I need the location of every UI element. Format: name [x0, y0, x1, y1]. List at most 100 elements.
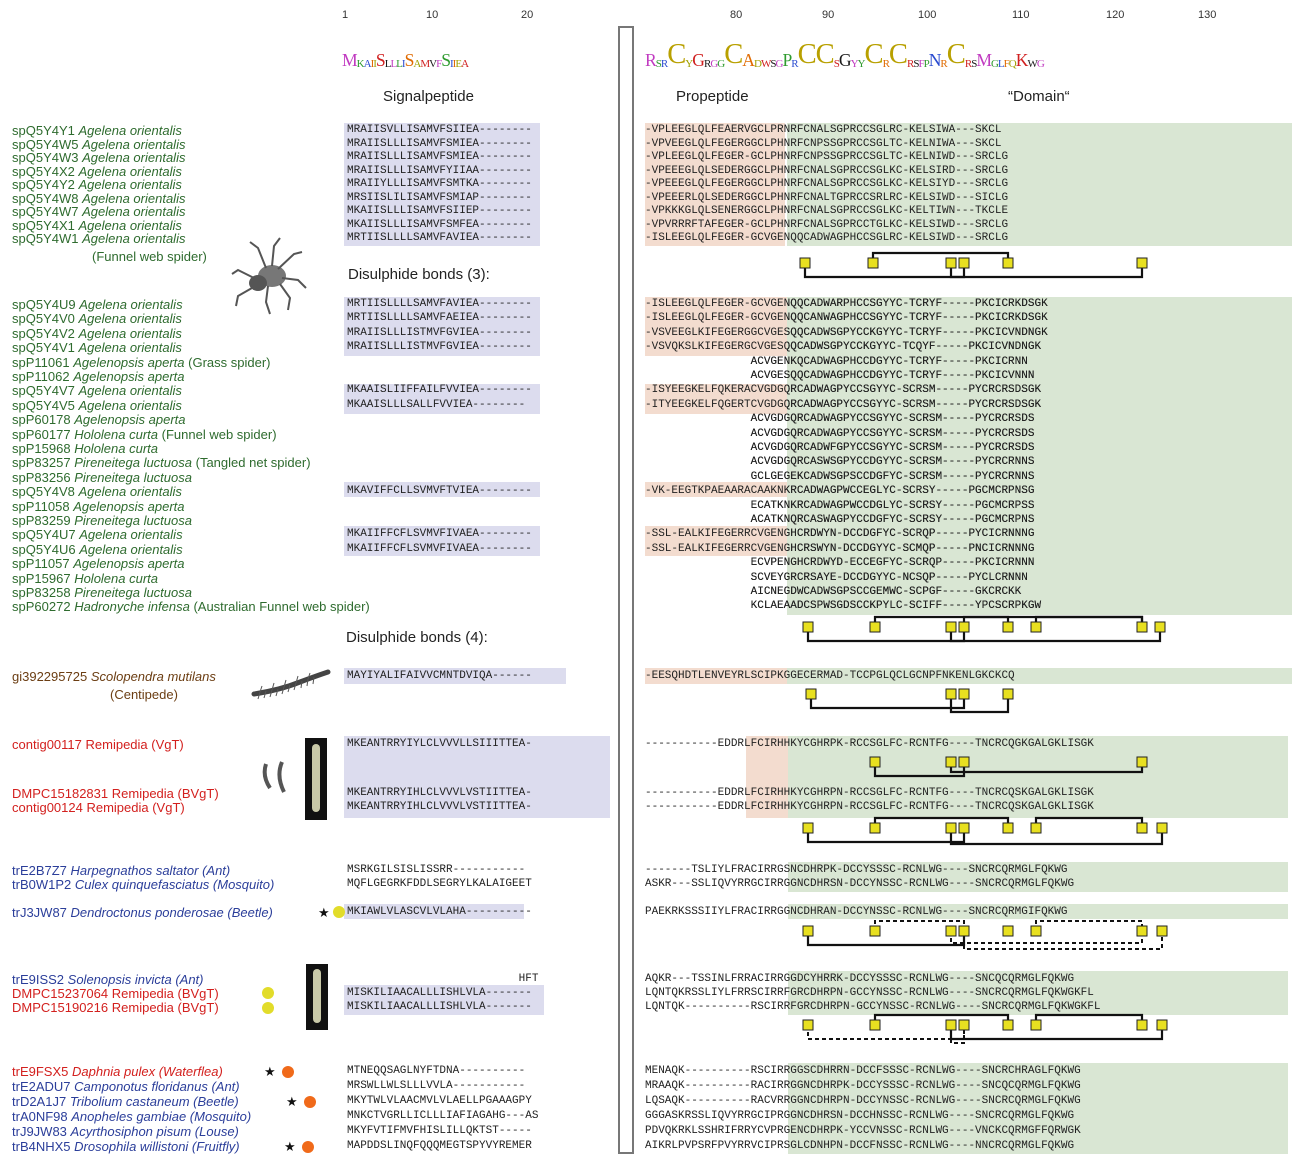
aligned-sequence: ECATKNKRCADWAGPWCCDGLYC-SCRSY-----PGCMCR…: [645, 499, 1035, 512]
disulphide-bonds-3-label: Disulphide bonds (3):: [348, 266, 490, 283]
common-name: (Funnel web spider): [92, 249, 207, 264]
species-name: Agelena orientalis: [78, 325, 182, 341]
logo-letter: C: [797, 39, 817, 70]
species-name: Agelena orientalis: [78, 163, 182, 179]
species-name: Agelena orientalis: [78, 340, 182, 356]
star-marker-icon: ★: [286, 1094, 298, 1109]
sequence-label: spQ5Y4W8 Agelena orientalis: [12, 192, 185, 205]
ruler-tick-label: 90: [822, 9, 835, 21]
logo-letter: R: [791, 58, 798, 70]
sequence-label: spP83259 Pireneitega luctuosa: [12, 514, 192, 527]
logo-letter: S: [971, 58, 977, 70]
cysteine-marker: [1002, 1019, 1014, 1031]
aligned-sequence: ACVGDGQRCADWAGPYCCSGYYC-SCRSM-----PYCRCR…: [645, 427, 1035, 440]
sequence-label: trE2ADU7 Camponotus floridanus (Ant): [12, 1080, 240, 1093]
domain-region: [787, 668, 1292, 684]
aligned-sequence: MRSWLLWLSLLLVVLA-----------: [347, 1080, 526, 1092]
disulphide-bond: [873, 1013, 1010, 1025]
species-name: Agelena orientalis: [82, 150, 186, 165]
aligned-sequence: ACVGENKQCADWAGPHCCDGYYC-TCRYF-----PKCICR…: [645, 355, 1028, 368]
sequence-label: spQ5Y4Y2 Agelena orientalis: [12, 178, 182, 191]
spider-image: [231, 237, 307, 315]
remipede-photo-2: [306, 964, 328, 1030]
sequence-label: trE2B7Z7 Harpegnathos saltator (Ant): [12, 864, 230, 877]
accession-id: trE2B7Z7: [12, 863, 67, 878]
logo-letter: P: [782, 50, 792, 70]
cysteine-marker: [802, 822, 814, 834]
sequence-label: trA0NF98 Anopheles gambiae (Mosquito): [12, 1110, 251, 1123]
aligned-sequence: MKYFVTIFMVFHISLILLQKTST-----: [347, 1125, 532, 1137]
logo-letter: S: [833, 58, 840, 70]
accession-id: spQ5Y4U9: [12, 297, 76, 312]
aligned-sequence: -SSL-EALKIFEGERRCVGENGHCRDWYN-DCCDGFYC-S…: [645, 528, 1035, 541]
disulphide-bond: [803, 263, 966, 279]
species-name: Scolopendra mutilans: [90, 669, 216, 684]
cysteine-marker: [869, 822, 881, 834]
aligned-sequence: -VPVEEGLQLFEGERGGCLPHNRFCNPSSGPRCCSGLTC-…: [645, 137, 1002, 150]
aligned-sequence: -VPEEERLQLSEDERGGCLPHNRFCNALTGPRCCSRLRC-…: [645, 191, 1009, 204]
aligned-sequence: ACVGDGQRCASWSGPYCCDGYYC-SCRSM-----PYCRCR…: [645, 456, 1035, 469]
aligned-sequence: MRAIISLLLISAMVFSMIEA--------: [347, 137, 532, 150]
star-marker-icon: ★: [318, 905, 330, 920]
accession-id: contig00124: [12, 800, 83, 815]
disulphide-bond: [949, 263, 1144, 279]
logo-letter: F: [1003, 58, 1010, 70]
aligned-sequence: MISKILIAACALLLISHLVLA-------: [347, 987, 532, 999]
logo-letter: C: [888, 39, 908, 70]
aligned-sequence: -VPVRRRFTAFEGER-GCLPHNRFCNALSGPRCCTGLKC-…: [645, 218, 1009, 231]
accession-id: spP11057: [12, 556, 70, 572]
logo-letter: Y: [685, 58, 693, 70]
aligned-sequence: MRAIISLLLISTMVFGVIEA--------: [347, 341, 532, 354]
disulphide-bond: [809, 694, 966, 710]
sequence-label: contig00117 Remipedia (VgT): [12, 738, 184, 751]
accession-id: spQ5Y4W7: [12, 204, 79, 219]
sequence-label: spQ5Y4U7 Agelena orientalis: [12, 528, 183, 541]
logo-letter: G: [710, 58, 718, 70]
sequence-label: spP15967 Hololena curta: [12, 572, 158, 585]
cysteine-marker: [958, 257, 970, 269]
logo-letter: W: [1027, 58, 1037, 70]
aligned-sequence: -VPLEEGLQLFEGER-GCLPHNRFCNPSSGPRCCSGLTC-…: [645, 151, 1009, 163]
aligned-sequence: LQNTQK----------RSCIRRFGRCDHRPN-GCCYNSSC…: [645, 1001, 1101, 1013]
aligned-sequence: MRTIISLLLLSAMVFAVIEA--------: [347, 298, 532, 310]
disulphide-bond: [873, 816, 1010, 828]
logo-letter: C: [724, 39, 743, 70]
accession-id: gi392295725: [12, 669, 88, 684]
accession-id: spQ5Y4W8: [12, 190, 79, 206]
aligned-sequence: ECATKNKRCADWAGPWCCDGLYC-SCRSY-----PGCMCR…: [645, 499, 1035, 512]
accession-id: spP83259: [12, 513, 71, 528]
aligned-sequence: -------TSLIYLFRACIRRGSNCDHRPK-DCCYSSSC-R…: [645, 864, 1068, 876]
signalpeptide-region: [344, 123, 540, 246]
accession-id: trE2ADU7: [12, 1079, 71, 1094]
aligned-sequence: MKIAWLVLASCVLVLAHA----------: [347, 906, 532, 918]
logo-letter: R: [940, 58, 947, 70]
cysteine-marker: [1002, 688, 1014, 700]
logo-letter: Y: [857, 58, 866, 70]
cysteine-marker: [802, 1019, 814, 1031]
aligned-sequence: LQNTQKRSSLIYLFRRSCIRRFGRCDHRPN-GCCYNSSC-…: [645, 987, 1094, 999]
aligned-sequence: MENAQK----------RSCIRRGGSCDHRRN-DCCFSSSC…: [645, 1065, 1081, 1077]
cysteine-marker: [945, 621, 957, 633]
cysteine-marker: [1136, 822, 1148, 834]
propeptide-region: [645, 526, 787, 556]
cysteine-marker: [1136, 257, 1148, 269]
disulphide-bond: [950, 1025, 965, 1044]
aligned-sequence: LQSAQK----------RACVRRGGNCDHRPN-DCCYNSSC…: [645, 1095, 1081, 1107]
logo-letter: G: [838, 50, 852, 70]
species-name: Remipedia (BVgT): [111, 1000, 219, 1015]
cysteine-marker: [1154, 621, 1166, 633]
sequence-label: spP11058 Agelenopsis aperta: [12, 500, 185, 513]
aligned-sequence: MAPDDSLINQFQQQMEGTSPYVYREMER: [347, 1140, 532, 1152]
species-name: Hololena curta: [74, 426, 159, 442]
species-name: Pireneitega luctuosa: [74, 469, 192, 485]
aligned-sequence: -----------EDDRLFCIRHHKYCGHRPN-RCCSGLFC-…: [645, 801, 1094, 813]
aligned-sequence: ACVGESQQCADWAGPHCCDGYYC-TCRYF-----PKCICV…: [645, 370, 1035, 382]
accession-id: spP11058: [12, 498, 70, 514]
species-name: Hololena curta: [74, 570, 159, 586]
disulphide-bond: [873, 762, 966, 778]
signalpeptide-region: [344, 297, 540, 356]
sequence-label: spQ5Y4V5 Agelena orientalis: [12, 399, 182, 412]
cysteine-marker: [869, 621, 881, 633]
